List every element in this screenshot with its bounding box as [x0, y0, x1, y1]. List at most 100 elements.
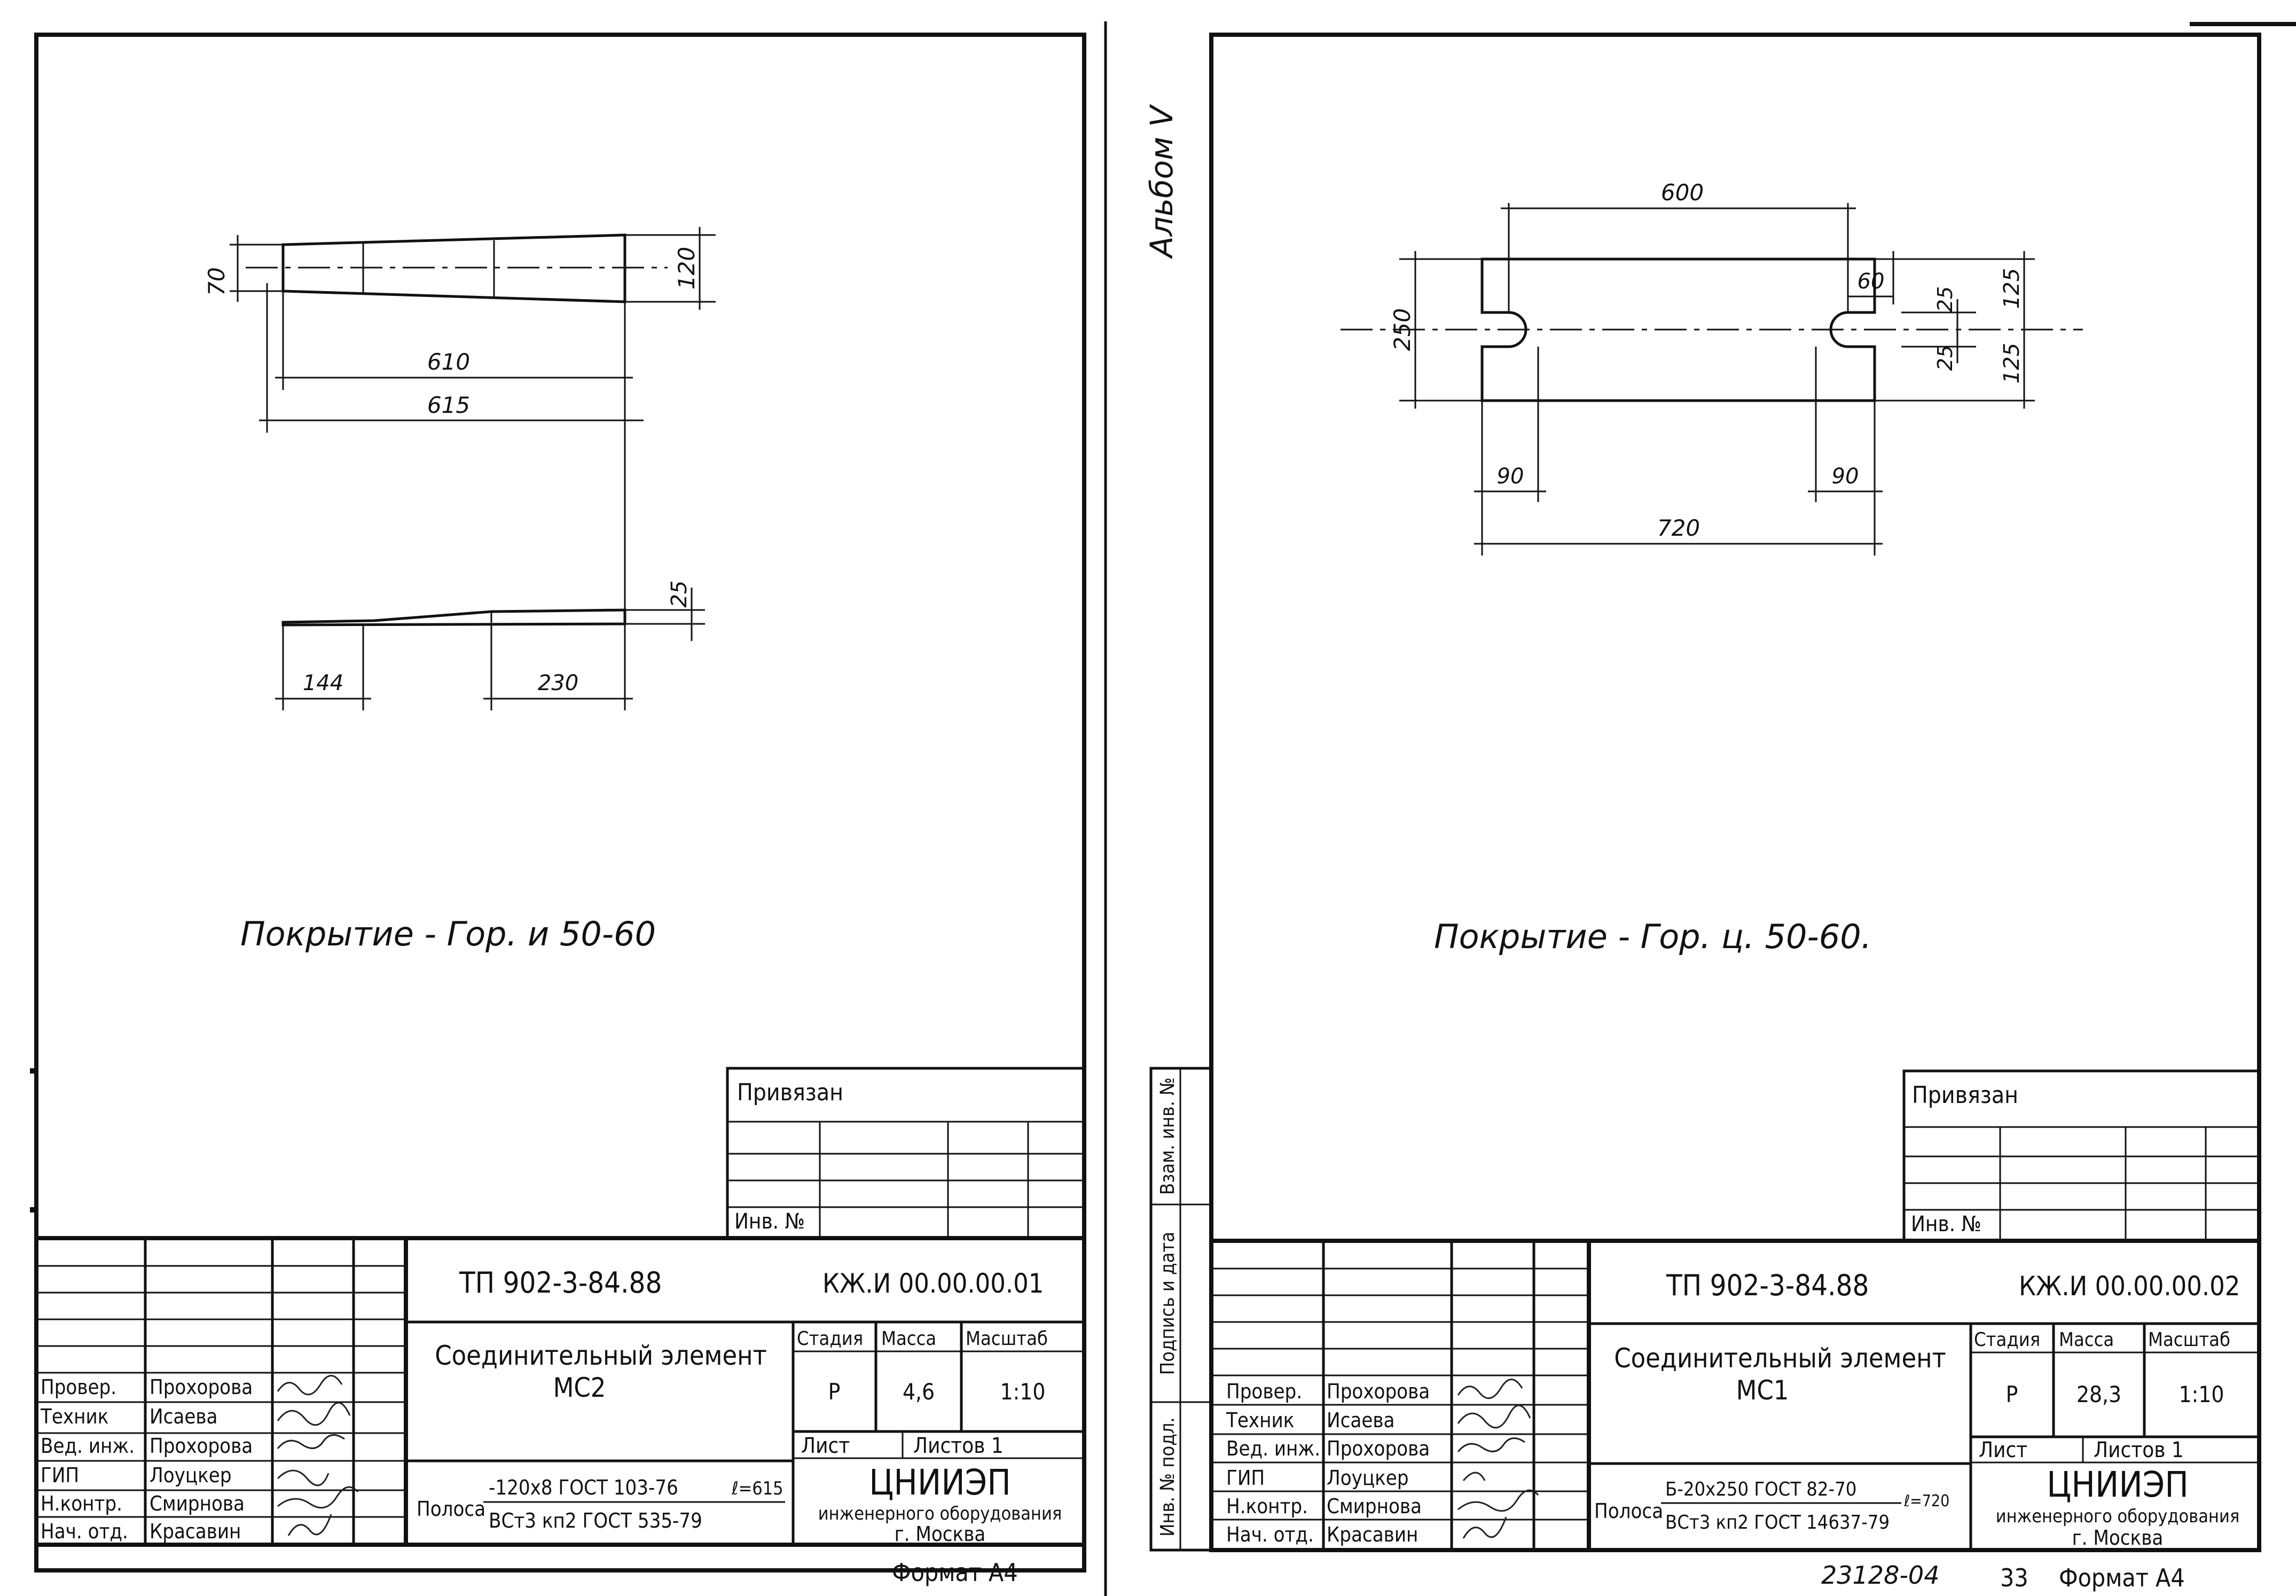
right-staff-role-4: ГИП: [1226, 1466, 1265, 1490]
right-staff-role-1: Провер.: [1226, 1380, 1302, 1403]
right-caption: Покрытие - Гор. ц. 50-60.: [1434, 917, 1871, 956]
album-label: Альбом V: [1143, 104, 1180, 260]
right-staff-name-5: Смирнова: [1327, 1495, 1422, 1518]
left-staff-role-6: Нач. отд.: [41, 1520, 128, 1543]
left-staff-role-1: Провер.: [41, 1375, 116, 1399]
left-plate-plan: [230, 227, 716, 620]
left-scale-value: 1:10: [1000, 1379, 1046, 1405]
side-label-inv: Инв. № подл.: [1157, 1417, 1179, 1536]
right-title-block: [1211, 1239, 2259, 1552]
right-privyazan-label: Привязан: [1912, 1082, 2018, 1109]
left-dim-70: 70: [203, 267, 230, 295]
right-dim-60: 60: [1858, 269, 1885, 294]
left-material-top: -120х8 ГОСТ 103-76: [489, 1476, 678, 1499]
left-staff-name-5: Смирнова: [150, 1492, 245, 1515]
right-dim-720: 720: [1657, 515, 1700, 541]
left-sheet-label: Лист: [801, 1434, 850, 1458]
left-dim-120: 120: [673, 247, 700, 290]
left-org-city: г. Москва: [895, 1522, 986, 1546]
right-org-city: г. Москва: [2072, 1526, 2164, 1550]
left-dim-230: 230: [538, 671, 578, 695]
right-sheet: Альбом V Взам. инв. № Подпись и дата Инв…: [1143, 22, 2296, 1592]
right-privyazan-block: [1902, 1069, 2261, 1242]
right-plate-plan: [1341, 203, 2083, 556]
right-stage-header: Стадия: [1974, 1329, 2040, 1351]
right-staff-name-1: Прохорова: [1327, 1380, 1430, 1403]
left-stage-value: Р: [828, 1379, 841, 1405]
right-dim-125-top: 125: [2000, 268, 2024, 309]
right-org-sub: инженерного оборудования: [1996, 1506, 2239, 1527]
right-format-label: Формат А4: [2059, 1563, 2185, 1592]
left-staff-role-4: ГИП: [41, 1464, 79, 1487]
right-dim-250: 250: [1389, 308, 1415, 351]
right-staff-name-6: Красавин: [1327, 1523, 1418, 1546]
left-dim-25: 25: [667, 581, 692, 608]
right-material-length: ℓ=720: [1903, 1492, 1949, 1511]
left-dim-615: 615: [427, 392, 470, 418]
right-title-line-1: Соединительный элемент: [1614, 1343, 1946, 1374]
right-signatures: [1457, 1379, 1539, 1539]
right-project-code: ТП 902-3-84.88: [1666, 1269, 1869, 1302]
right-staff-name-2: Исаева: [1327, 1409, 1394, 1432]
right-scale-header: Масштаб: [2148, 1329, 2230, 1351]
left-mass-value: 4,6: [903, 1379, 935, 1405]
page-number: 33: [2000, 1563, 2028, 1592]
right-dim-90-right: 90: [1832, 464, 1859, 489]
left-sheet-frame: [34, 33, 1086, 1572]
left-staff-name-2: Исаева: [150, 1405, 217, 1428]
right-org-name: ЦНИИЭП: [2047, 1464, 2189, 1505]
right-staff-role-6: Нач. отд.: [1226, 1523, 1314, 1546]
left-material-prefix: Полоса: [417, 1497, 485, 1521]
left-plate-side: [275, 588, 705, 710]
right-dim-90-left: 90: [1497, 464, 1524, 489]
left-staff-list: Провер. Прохорова Техник Исаева Вед. инж…: [40, 1375, 253, 1543]
left-material-length: ℓ=615: [731, 1478, 783, 1499]
left-staff-name-1: Прохорова: [150, 1375, 253, 1399]
right-title-line-2: МС1: [1736, 1375, 1789, 1406]
left-dim-610: 610: [427, 349, 470, 375]
left-mass-header: Масса: [881, 1328, 936, 1350]
right-staff-role-5: Н.контр.: [1226, 1495, 1308, 1518]
right-material-prefix: Полоса: [1594, 1499, 1663, 1523]
right-scale-value: 1:10: [2179, 1381, 2224, 1407]
left-title-line-1: Соединительный элемент: [435, 1340, 767, 1371]
left-signatures: [277, 1375, 359, 1536]
left-dim-144: 144: [303, 671, 343, 695]
left-staff-name-6: Красавин: [150, 1520, 241, 1543]
left-caption: Покрытие - Гор. и 50-60: [240, 914, 656, 953]
side-label-podpis: Подпись и дата: [1157, 1232, 1179, 1375]
left-title-block: [36, 1236, 1084, 1547]
right-sheets-label: Листов 1: [2094, 1438, 2184, 1462]
archive-number: 23128-04: [1821, 1561, 1939, 1590]
left-sheet-code: КЖ.И 00.00.00.01: [822, 1268, 1044, 1299]
left-sheets-label: Листов 1: [913, 1434, 1004, 1458]
right-staff-role-3: Вед. инж.: [1226, 1437, 1320, 1460]
right-mass-value: 28,3: [2076, 1381, 2121, 1407]
left-staff-name-3: Прохорова: [150, 1434, 253, 1458]
left-staff-role-2: Техник: [40, 1405, 108, 1428]
right-dim-25-top: 25: [1933, 286, 1957, 312]
left-scale-header: Масштаб: [966, 1328, 1048, 1350]
right-stage-value: Р: [2006, 1381, 2018, 1407]
right-dim-125-bottom: 125: [2000, 343, 2024, 384]
left-staff-role-3: Вед. инж.: [41, 1434, 135, 1458]
right-staff-name-3: Прохорова: [1327, 1437, 1430, 1460]
right-mass-header: Масса: [2059, 1329, 2114, 1351]
left-stage-header: Стадия: [797, 1328, 863, 1350]
right-sheet-code: КЖ.И 00.00.00.02: [2019, 1271, 2240, 1302]
right-inv-label: Инв. №: [1911, 1212, 1981, 1237]
right-material-bottom: ВСт3 кп2 ГОСТ 14637-79: [1665, 1512, 1890, 1534]
left-title-line-2: МС2: [553, 1372, 606, 1403]
left-staff-name-4: Лоуцкер: [150, 1464, 232, 1487]
right-staff-role-2: Техник: [1226, 1409, 1294, 1432]
side-label-vzam: Взам. инв. №: [1157, 1077, 1179, 1195]
left-staff-role-5: Н.контр.: [41, 1492, 122, 1515]
left-project-code: ТП 902-3-84.88: [459, 1266, 662, 1300]
right-staff-list: Провер. Прохорова Техник Исаева Вед. инж…: [1226, 1380, 1430, 1546]
right-dim-25-bottom: 25: [1933, 345, 1957, 371]
left-org-name: ЦНИИЭП: [869, 1462, 1011, 1503]
left-sheet: 70 120 610 615 25 144 230 Покрытие - Гор…: [30, 21, 1107, 1596]
left-format-label: Формат А4: [892, 1558, 1018, 1587]
right-side-stamp: [1149, 1067, 1213, 1552]
